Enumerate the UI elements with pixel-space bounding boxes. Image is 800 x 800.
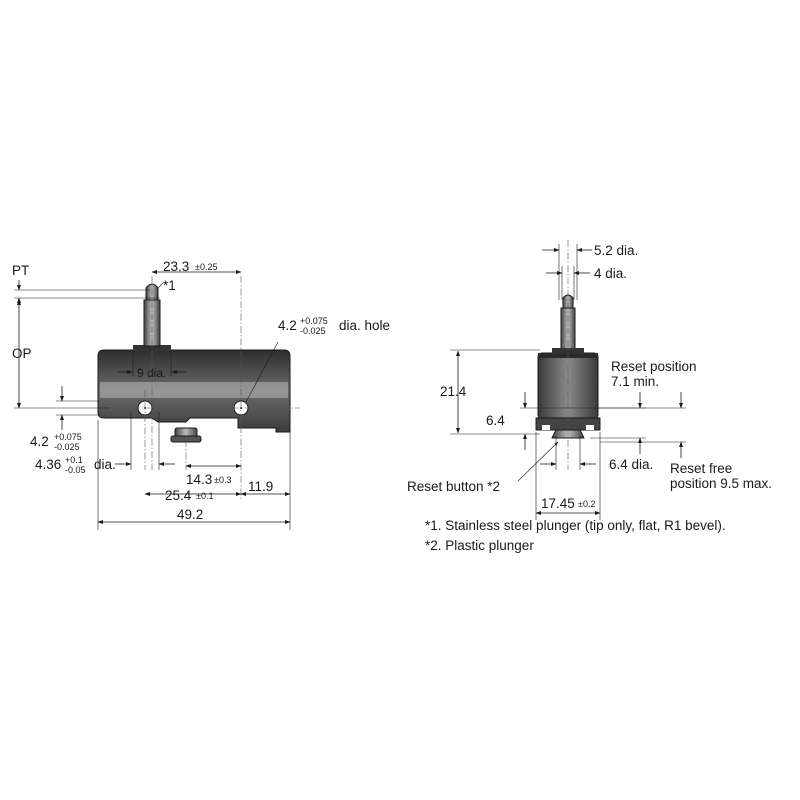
dim-5-2-dia: 5.2 dia. xyxy=(594,243,638,258)
pt-label: PT xyxy=(12,263,29,278)
dim-4-dia: 4 dia. xyxy=(594,266,627,281)
star1-note: *1 xyxy=(163,278,176,293)
note-1: *1. Stainless steel plunger (tip only, f… xyxy=(425,518,726,533)
side-view: 5.2 dia. 4 dia. 21.4 6.4 Reset position … xyxy=(407,240,772,553)
body-highlight xyxy=(100,382,288,398)
dim-17-45: 17.45 xyxy=(541,496,575,511)
hole-tol-plus: +0.075 xyxy=(300,316,328,326)
hole-suffix: dia. hole xyxy=(339,318,390,333)
dim-4-36-minus: -0.05 xyxy=(65,465,86,475)
dim-4-2-plus: +0.075 xyxy=(54,432,82,442)
dim-11-9: 11.9 xyxy=(248,479,273,494)
dim-4-2-minus: -0.025 xyxy=(54,442,80,452)
dim-4-36: 4.36 xyxy=(35,457,61,472)
dim-23-3: 23.3 xyxy=(163,259,189,274)
tol-14-3: ±0.3 xyxy=(214,475,231,485)
note-2: *2. Plastic plunger xyxy=(425,538,534,553)
reset-position-line2: 7.1 min. xyxy=(611,374,659,389)
tol-17-45: ±0.2 xyxy=(578,499,595,509)
hole-tol-minus: -0.025 xyxy=(300,326,326,336)
dim-49-2: 49.2 xyxy=(177,507,203,522)
tol-25-4: ±0.1 xyxy=(196,491,213,501)
dim-6-4-left: 6.4 xyxy=(486,413,505,428)
op-label: OP xyxy=(12,346,32,361)
front-view: PT OP *1 23.3 ±0.25 9 dia. 4.2 +0.075 -0… xyxy=(12,259,390,530)
dim-14-3: 14.3 xyxy=(186,472,212,487)
hole-main: 4.2 xyxy=(278,318,297,333)
reset-button-label: Reset button *2 xyxy=(407,479,500,494)
dim-9-dia: 9 dia. xyxy=(137,366,166,380)
dim-6-4-dia: 6.4 dia. xyxy=(609,457,653,472)
dim-4-2: 4.2 xyxy=(30,434,49,449)
tol-23-3: ±0.25 xyxy=(195,262,217,272)
dim-25-4: 25.4 xyxy=(165,488,192,503)
dim-21-4: 21.4 xyxy=(440,384,467,399)
reset-free-line2: position 9.5 max. xyxy=(670,476,772,491)
dim-4-36-suffix: dia. xyxy=(94,457,116,472)
reset-free-line1: Reset free xyxy=(670,461,732,476)
reset-position-line1: Reset position xyxy=(611,359,697,374)
dim-4-36-plus: +0.1 xyxy=(65,455,83,465)
